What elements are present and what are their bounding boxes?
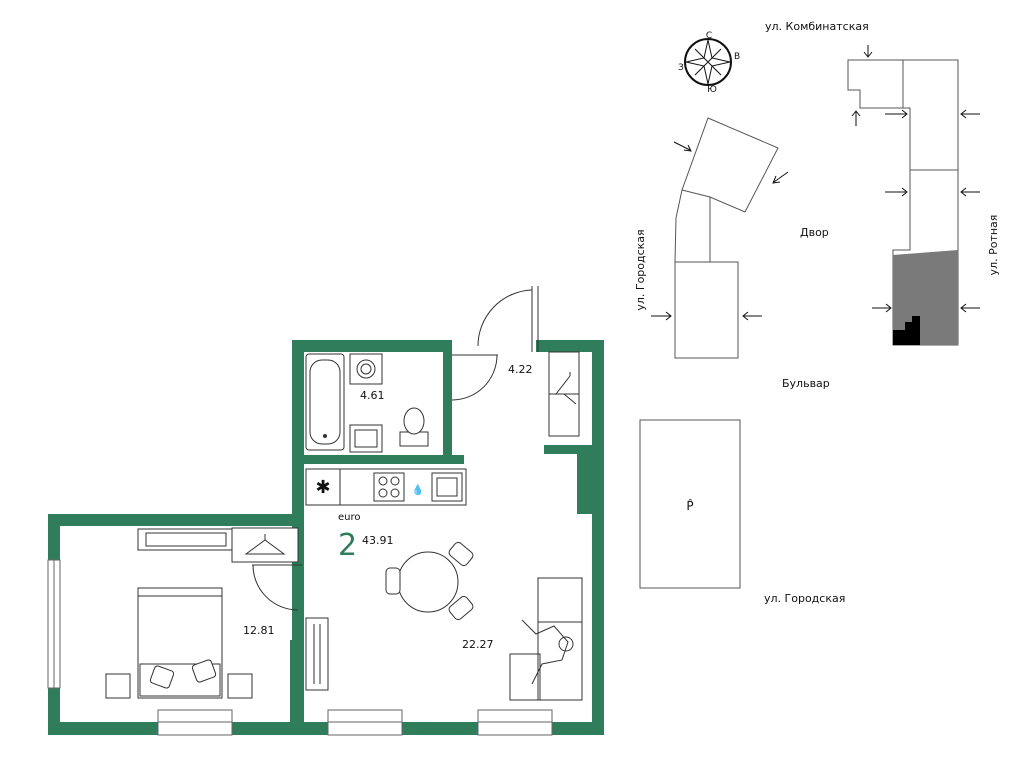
type-label: euro [338, 512, 361, 523]
parking-lot: P̂ [639, 419, 741, 589]
bathroom-area-label: 4.22 [508, 363, 533, 376]
tv-stand [305, 617, 329, 691]
dining-table [385, 541, 474, 621]
site-plan: С В Ю З P̂ [634, 20, 1000, 605]
plan-labels: 4.22 4.61 euro 2 43.91 12.81 22.27 [243, 363, 533, 651]
bathroom-sink [349, 424, 383, 453]
bathroom-door [451, 354, 498, 401]
street-left-label: ул. Городская [634, 229, 647, 310]
living-area-label: 22.27 [462, 638, 494, 651]
sofa [509, 577, 583, 701]
compass-north: С [706, 31, 712, 41]
entrance-arrows [651, 45, 980, 321]
bathtub [305, 353, 345, 451]
street-right-label: ул. Ротная [987, 215, 1000, 276]
building-left [674, 117, 779, 359]
bedroom-area-label: 12.81 [243, 624, 275, 637]
water-drop-icon: 💧 [412, 483, 424, 496]
entrance-door [477, 286, 539, 352]
bedroom-cabinet [137, 527, 299, 563]
boulevard-label: Бульвар [782, 377, 830, 390]
fridge-icon: ✱ [315, 477, 330, 498]
floor-plan: ✱ 💧 [47, 286, 604, 736]
bed [105, 587, 253, 699]
washing-machine [349, 353, 383, 385]
compass-west: З [678, 63, 684, 73]
compass-icon: С В Ю З [678, 31, 740, 95]
compass-east: В [734, 52, 740, 62]
street-top-label: ул. Комбинатская [765, 20, 869, 33]
hall-area-label: 4.61 [360, 389, 385, 402]
parking-icon: P̂ [686, 499, 693, 513]
street-bottom-label: ул. Городская [764, 592, 845, 605]
toilet [399, 407, 429, 447]
compass-south: Ю [707, 85, 717, 95]
windows [47, 559, 553, 736]
kitchen-counter: ✱ 💧 [305, 468, 467, 506]
hall-wardrobe [548, 351, 580, 437]
yard-label: Двор [800, 226, 829, 239]
total-area-label: 43.91 [362, 534, 394, 547]
bedroom-door [252, 564, 302, 611]
building-right [847, 59, 959, 346]
highlighted-section [893, 250, 958, 345]
rooms-count: 2 [338, 528, 357, 563]
